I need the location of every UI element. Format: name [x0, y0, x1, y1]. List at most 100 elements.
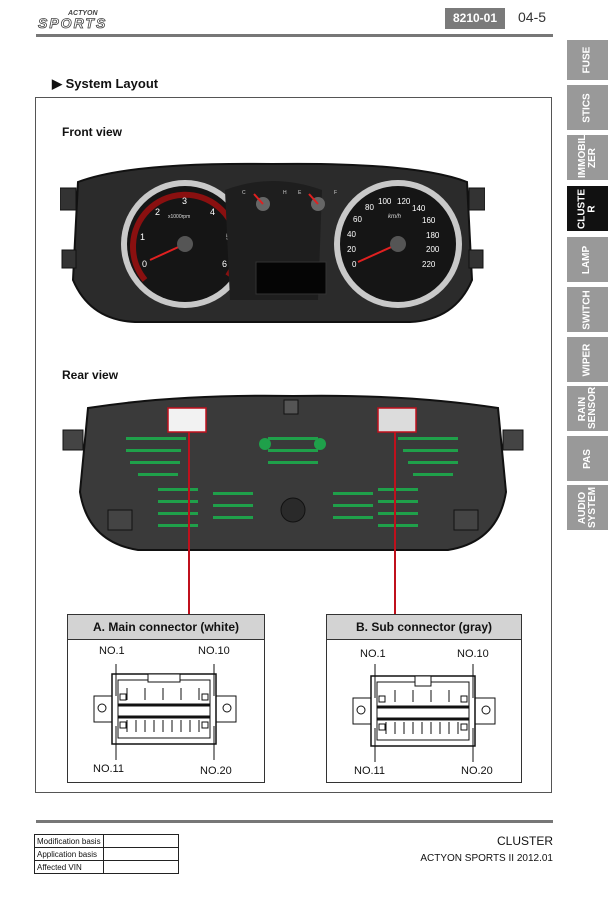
tach-tick-0: 0 [142, 259, 147, 269]
speed-tick-80: 80 [365, 203, 374, 212]
rear-led-left [259, 438, 271, 450]
rear-view-label: Rear view [62, 368, 119, 382]
speed-tick-20: 20 [347, 245, 356, 254]
speed-tick-200: 200 [426, 245, 440, 254]
logo-main-text: SPORTS [38, 15, 107, 30]
front-view-label: Front view [62, 125, 123, 139]
flange-hole-right [222, 703, 232, 713]
tab-cluster[interactable]: CLUSTE R [567, 186, 608, 231]
rear-mount-right-lower [453, 509, 479, 531]
tab-label: PAS [581, 448, 593, 469]
triangle-bullet-icon: ▶ [52, 76, 62, 91]
sub-pin-20: NO.20 [461, 765, 493, 777]
speed-hub [390, 236, 406, 252]
tab-lamp[interactable]: LAMP [567, 237, 608, 282]
speed-tick-40: 40 [347, 230, 356, 239]
rear-center-boss [280, 497, 306, 523]
sub-pin-1: NO.1 [360, 648, 386, 660]
tach-hub [177, 236, 193, 252]
rear-mount-left-lower [107, 509, 133, 531]
revision-table: Modification basis Application basis Aff… [34, 834, 179, 874]
tach-tick-1: 1 [140, 232, 145, 242]
flange-hole-left [356, 705, 366, 715]
rear-led-right [314, 438, 326, 450]
tab-fuse[interactable]: FUSE [567, 40, 608, 80]
tab-label: RAIN SENSOR [576, 386, 598, 429]
speed-tick-220: 220 [422, 260, 436, 269]
tab-diagnostics[interactable]: STICS [567, 85, 608, 130]
temp-label-h: H [283, 190, 287, 196]
speed-tick-140: 140 [412, 204, 426, 213]
footer-divider [36, 820, 553, 823]
row-label: Application basis [34, 847, 104, 861]
pin-cells [119, 688, 209, 732]
cluster-rear-view [62, 394, 524, 614]
tab-immobilizer[interactable]: IMMOBILI ZER [567, 131, 608, 180]
connector-inner [117, 679, 211, 739]
mount-tab-right [468, 187, 485, 211]
tab-label: STICS [581, 92, 593, 123]
tab-label: AUDIO SYSTEM [576, 486, 598, 528]
section-title: ▶ System Layout [52, 76, 158, 92]
sub-connector-title: B. Sub connector (gray) [327, 615, 521, 640]
rear-mount-right [502, 429, 524, 451]
tach-tick-4: 4 [210, 207, 215, 217]
speed-tick-120: 120 [397, 197, 411, 206]
pin-cells [378, 690, 468, 734]
latch-tab [414, 675, 432, 687]
header-divider [36, 34, 553, 37]
speed-tick-180: 180 [426, 231, 440, 240]
tab-switch[interactable]: SWITCH [567, 287, 608, 332]
speed-unit: km/h [388, 214, 402, 220]
green-led-rows [126, 437, 458, 527]
tab-label: FUSE [581, 46, 593, 74]
temp-label-c: C [242, 190, 246, 196]
row-label: Modification basis [34, 834, 104, 848]
mount-tab-left-lower [61, 249, 77, 269]
main-pin-10: NO.10 [198, 645, 230, 657]
main-connector-title: A. Main connector (white) [68, 615, 264, 640]
footer-title: CLUSTER [496, 834, 553, 848]
fuel-needle [308, 193, 319, 205]
tach-unit: x1000rpm [168, 214, 190, 220]
mount-tab-right-lower [468, 249, 484, 269]
cluster-front-view: 0 1 2 3 4 5 6 x1000rpm C H E F 0 20 40 6… [60, 162, 485, 323]
section-title-text: System Layout [65, 76, 159, 91]
page-number: 04-5 [518, 9, 547, 25]
speed-tick-0: 0 [352, 260, 357, 269]
flange-hole-left [97, 703, 107, 713]
rear-mount-left [62, 429, 84, 451]
footer-model: ACTYON SPORTS II 2012.01 [420, 853, 553, 864]
row-value [102, 834, 179, 848]
tab-pas[interactable]: PAS [567, 436, 608, 481]
speed-tick-60: 60 [353, 215, 362, 224]
fuel-label-f: F [334, 190, 337, 196]
row-value [102, 847, 179, 861]
layout-frame [35, 97, 552, 793]
mount-tab-left [60, 187, 77, 211]
temp-needle [253, 193, 264, 205]
actyon-sports-logo: ACTYON SPORTS [38, 10, 107, 30]
table-row: Application basis [34, 847, 179, 861]
tab-audio-system[interactable]: AUDIO SYSTEM [567, 485, 608, 530]
sub-connector-diagram [352, 664, 496, 762]
rear-sub-connector [377, 407, 417, 433]
tab-label: IMMOBILI ZER [576, 131, 598, 178]
doc-code-badge: 8210-01 [445, 8, 505, 29]
row-label: Affected VIN [34, 860, 104, 874]
rear-main-connector [167, 407, 207, 433]
fuel-label-e: E [298, 190, 302, 196]
main-pin-1: NO.1 [99, 645, 125, 657]
flange-hole-right [481, 705, 491, 715]
main-pin-20: NO.20 [200, 765, 232, 777]
table-row: Modification basis [34, 834, 179, 848]
logo-top-text: ACTYON [67, 10, 99, 17]
tab-rain-sensor[interactable]: RAIN SENSOR [567, 386, 608, 431]
tab-label: CLUSTE R [576, 188, 598, 229]
speed-tick-160: 160 [422, 216, 436, 225]
rear-housing [78, 394, 508, 551]
sub-pin-11: NO.11 [354, 765, 385, 777]
sub-pin-10: NO.10 [457, 648, 489, 660]
lcd-display [255, 261, 327, 295]
tab-wiper[interactable]: WIPER [567, 337, 608, 382]
